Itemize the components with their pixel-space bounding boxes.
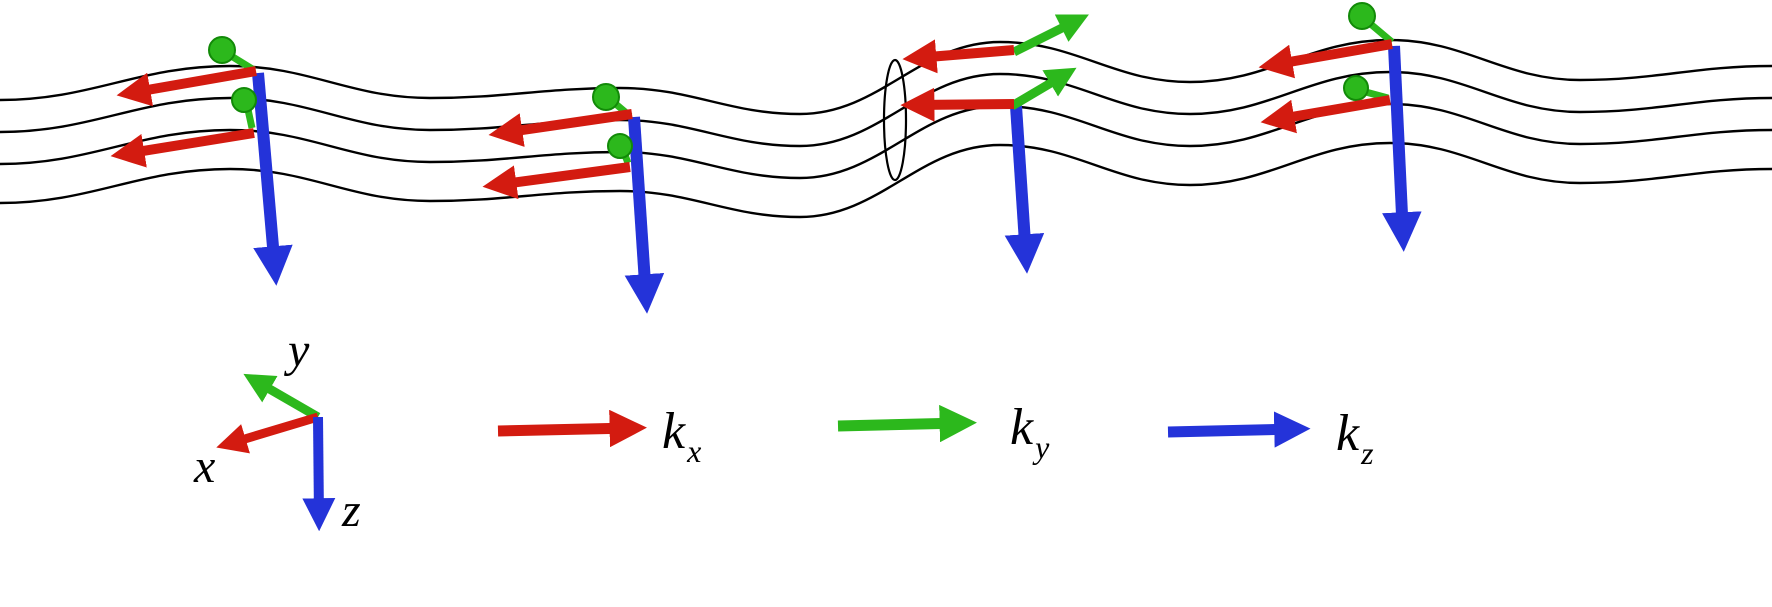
kx-arrow <box>116 66 257 107</box>
axis-y-label: y <box>283 324 310 377</box>
axis-y-arrow <box>243 373 321 421</box>
ky-dot <box>592 83 620 111</box>
ky-dot <box>231 87 257 113</box>
axis-x-label: x <box>193 440 215 493</box>
legend-kz-arrow <box>1167 411 1311 448</box>
ky-dot <box>607 133 633 159</box>
legend-ky-subscript: y <box>1032 429 1050 465</box>
kz-arrow <box>624 116 665 314</box>
kx-arrow <box>900 87 1015 122</box>
ky-dot <box>1343 75 1369 101</box>
kx-arrow <box>902 39 1015 74</box>
axis-z-label: z <box>341 484 361 537</box>
kz-arrow <box>252 72 293 286</box>
wave-line-1 <box>0 38 1772 116</box>
legend-kx-subscript: x <box>686 433 701 469</box>
legend-kx-arrow <box>497 409 647 448</box>
legend-kz-label: kz <box>1336 405 1374 471</box>
kx-arrow <box>110 128 255 168</box>
legend-ky-arrow <box>837 404 977 443</box>
kx-arrow <box>482 162 631 200</box>
legend-ky-label: ky <box>1010 399 1050 465</box>
wavevector-frame-1 <box>110 36 293 286</box>
legend-ky-symbol: k <box>1010 399 1034 456</box>
wave-line-3 <box>0 102 1772 180</box>
legend-kz-symbol: k <box>1336 405 1360 462</box>
axis-z-arrow <box>302 416 336 532</box>
kz-arrow <box>1004 105 1045 274</box>
legend: kx ky kz <box>497 399 1374 471</box>
wavevector-frame-2 <box>482 83 665 314</box>
axis-x-arrow <box>216 412 320 454</box>
wave-lines <box>0 38 1772 219</box>
axes-triad: y x z <box>193 324 361 537</box>
wave-line-2 <box>0 70 1772 148</box>
cross-section-ellipse <box>882 58 908 182</box>
wavevector-frame-4 <box>1258 2 1422 252</box>
legend-kx-label: kx <box>662 403 701 469</box>
ky-arrow <box>1009 67 1077 110</box>
kz-arrow <box>1382 45 1422 252</box>
kx-arrow <box>1258 39 1393 79</box>
wave-line-4 <box>0 141 1772 219</box>
ky-arrow <box>1011 14 1089 57</box>
wavevector-frame-3 <box>900 14 1089 274</box>
legend-kz-subscript: z <box>1360 435 1374 471</box>
ky-dot <box>208 36 236 64</box>
ky-dot <box>1348 2 1376 30</box>
kx-arrow <box>488 109 633 147</box>
legend-kx-symbol: k <box>662 403 686 460</box>
kx-arrow <box>1260 95 1391 134</box>
